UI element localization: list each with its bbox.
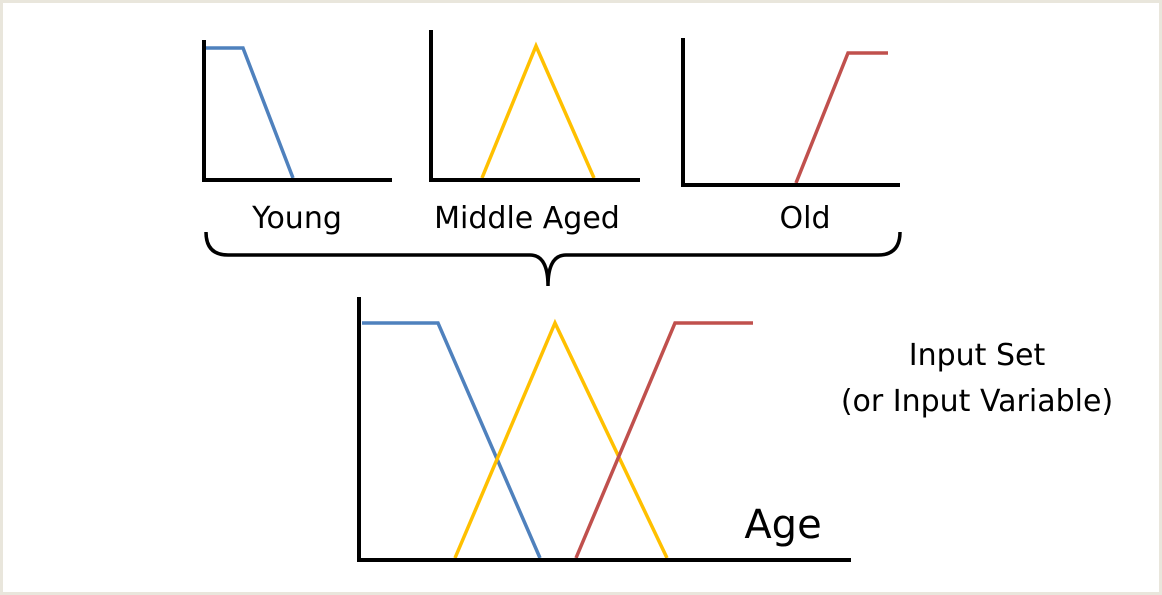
combined-axes bbox=[357, 297, 851, 562]
combined-chart: Age bbox=[357, 297, 851, 562]
age-axis-label: Age bbox=[744, 502, 821, 548]
old-label: Old bbox=[780, 201, 831, 236]
old-membership-curve bbox=[794, 51, 888, 184]
middle-aged-membership-curve bbox=[480, 41, 596, 179]
middle-aged-chart: Middle Aged bbox=[429, 30, 640, 236]
middle-aged-label: Middle Aged bbox=[434, 201, 620, 236]
young-membership-curve bbox=[204, 46, 295, 179]
combined-young-curve bbox=[362, 321, 542, 559]
young-label: Young bbox=[251, 201, 342, 236]
old-axes bbox=[681, 38, 900, 187]
input-set-caption: Input Set (or Input Variable) bbox=[841, 338, 1113, 419]
combined-middle-aged-curve bbox=[453, 318, 669, 559]
young-chart: Young bbox=[202, 40, 392, 236]
grouping-brace bbox=[204, 231, 902, 287]
young-axes bbox=[202, 40, 392, 182]
old-chart: Old bbox=[681, 38, 900, 236]
middle-aged-axes bbox=[429, 30, 640, 182]
caption-line-2: (or Input Variable) bbox=[841, 384, 1113, 419]
caption-line-1: Input Set bbox=[909, 338, 1046, 373]
combined-old-curve bbox=[574, 321, 753, 559]
